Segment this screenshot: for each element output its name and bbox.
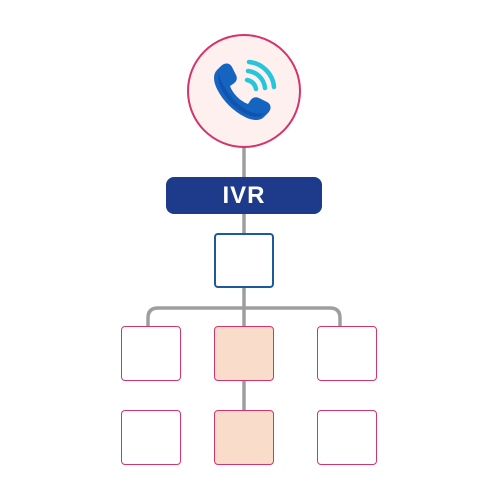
option-node-center — [214, 326, 274, 381]
phone-wifi-icon — [214, 59, 277, 120]
connector-branch — [146, 306, 342, 328]
option-node-right — [317, 326, 377, 381]
menu-node — [214, 233, 274, 288]
option-node-left — [121, 326, 181, 381]
sub-node-left — [121, 410, 181, 465]
sub-node-right — [317, 410, 377, 465]
ivr-label: IVR — [222, 181, 266, 209]
phone-node — [187, 34, 301, 148]
sub-node-center — [214, 410, 274, 465]
ivr-bar: IVR — [166, 177, 322, 214]
